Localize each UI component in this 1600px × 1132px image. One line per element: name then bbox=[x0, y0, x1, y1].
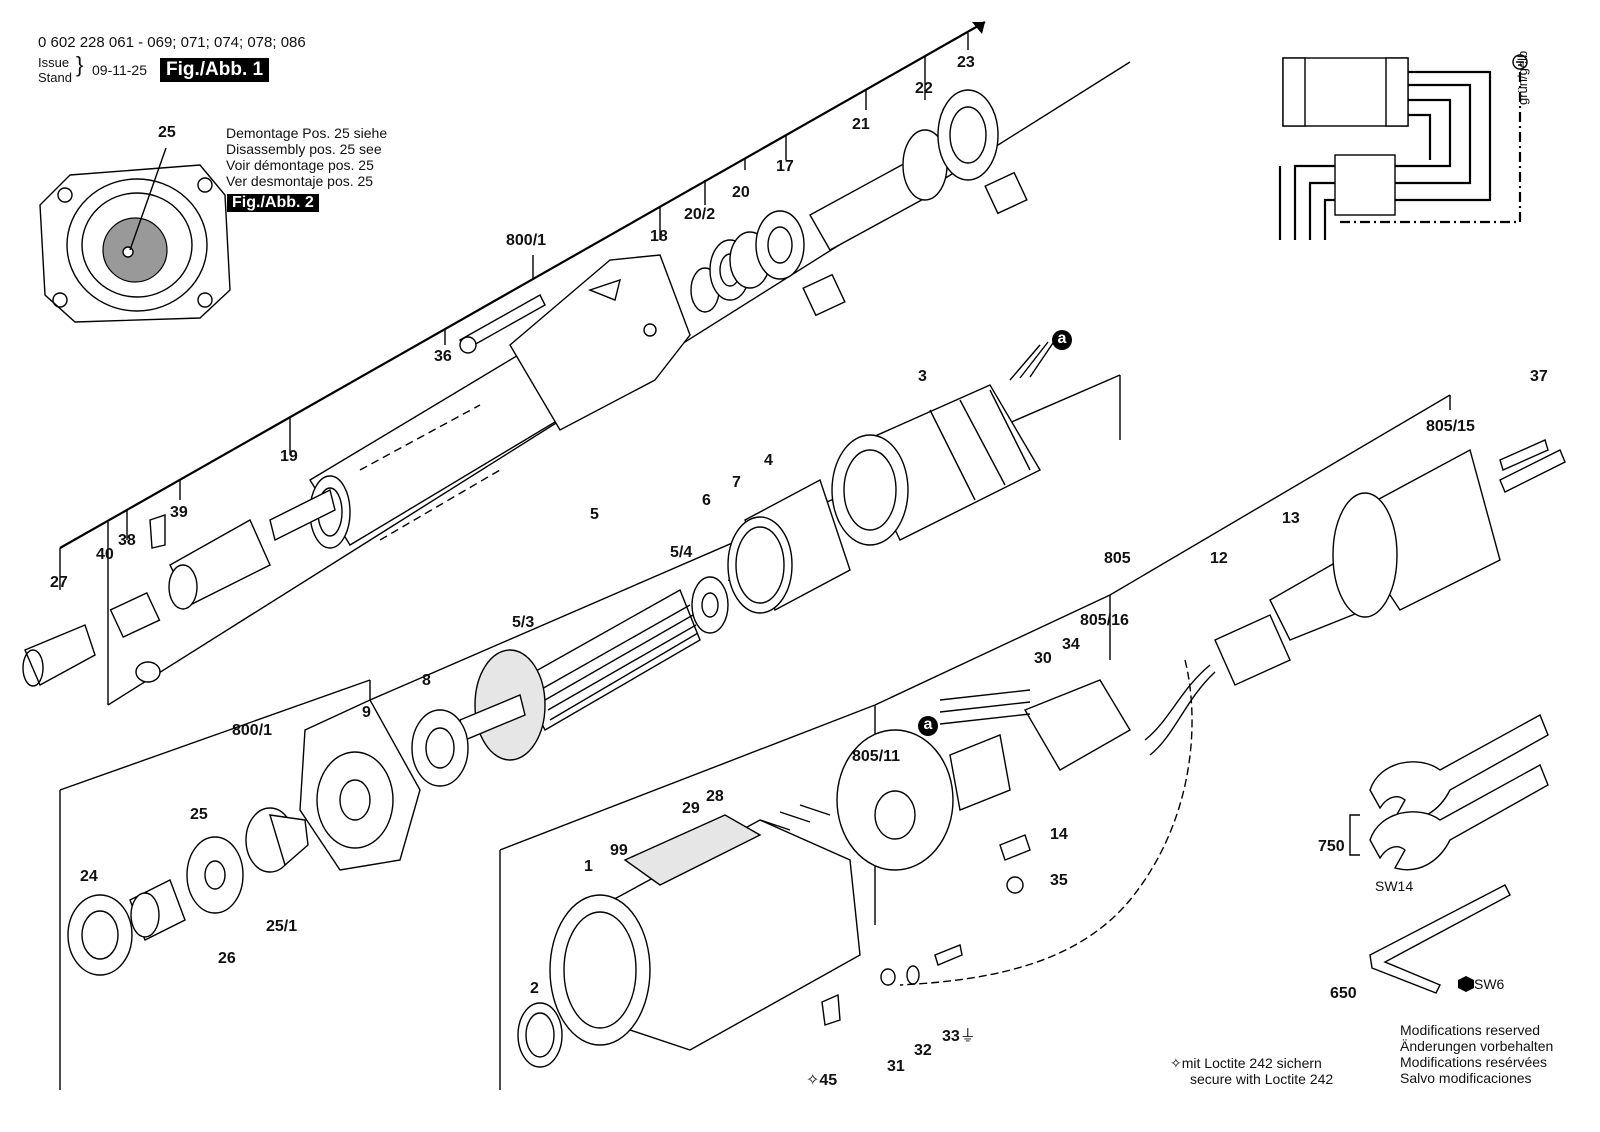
callout-800-1-low: 800/1 bbox=[232, 722, 273, 739]
ground-wire-label: grün/gelb bbox=[1515, 50, 1530, 105]
stand-label: Stand bbox=[38, 70, 72, 85]
callout-650: 650 bbox=[1330, 985, 1357, 1002]
callout-29: 29 bbox=[682, 800, 700, 817]
bearing-8-flange-9 bbox=[299, 699, 469, 871]
loctite-note: ✧mit Loctite 242 sichern secure with Loc… bbox=[1170, 1055, 1333, 1087]
callout-sw6: SW6 bbox=[1474, 976, 1505, 992]
callout-5-4: 5/4 bbox=[670, 544, 693, 561]
callout-35: 35 bbox=[1050, 872, 1068, 889]
modifications-line-de: Änderungen vorbehalten bbox=[1400, 1038, 1554, 1054]
callout-30: 30 bbox=[1034, 650, 1052, 667]
fig2-label: Fig./Abb. 2 bbox=[227, 194, 319, 212]
callout-17: 17 bbox=[776, 158, 794, 175]
loctite-line-de-text: mit Loctite 242 sichern bbox=[1181, 1055, 1322, 1071]
disassembly-line-de: Demontage Pos. 25 siehe bbox=[226, 125, 388, 141]
disassembly-line-es: Ver desmontaje pos. 25 bbox=[226, 173, 374, 189]
modifications-line-es: Salvo modificaciones bbox=[1400, 1070, 1532, 1086]
callout-28: 28 bbox=[706, 788, 724, 805]
callout-a-switch: a bbox=[918, 716, 938, 736]
callout-45: ✧45 bbox=[806, 1070, 837, 1090]
callout-13: 13 bbox=[1282, 510, 1300, 527]
callout-39: 39 bbox=[170, 504, 188, 521]
loose-hardware bbox=[880, 944, 963, 986]
ground-icon: ⏚ bbox=[959, 1028, 976, 1045]
callout-24: 24 bbox=[80, 868, 98, 885]
callout-25: 25 bbox=[190, 806, 208, 823]
callout-25-1: 25/1 bbox=[266, 918, 298, 935]
callout-20-2: 20/2 bbox=[684, 206, 716, 223]
wrenches-750 bbox=[1349, 714, 1549, 871]
callout-7: 7 bbox=[732, 474, 741, 491]
callout-37: 37 bbox=[1530, 368, 1548, 385]
callout-2: 2 bbox=[530, 980, 539, 997]
loctite-star-icon: ✧ bbox=[1170, 1055, 1182, 1071]
callout-6: 6 bbox=[702, 492, 711, 509]
callout-18: 18 bbox=[650, 228, 668, 245]
disassembly-line-fr: Voir démontage pos. 25 bbox=[226, 157, 374, 173]
callout-14: 14 bbox=[1050, 826, 1068, 843]
loctite-line-de: ✧mit Loctite 242 sichern bbox=[1170, 1055, 1333, 1071]
callout-32: 32 bbox=[914, 1042, 932, 1059]
callout-1: 1 bbox=[584, 858, 593, 875]
modifications-note: Modifications reserved Änderungen vorbeh… bbox=[1400, 1022, 1553, 1086]
disassembly-line-en: Disassembly pos. 25 see bbox=[226, 141, 382, 157]
wiring-diagram bbox=[1278, 54, 1528, 240]
loctite-line-en: secure with Loctite 242 bbox=[1190, 1071, 1334, 1087]
bearing-parts-upper bbox=[690, 89, 1028, 317]
callout-34: 34 bbox=[1062, 636, 1080, 653]
callout-20: 20 bbox=[732, 184, 750, 201]
collet-parts bbox=[22, 294, 546, 687]
callout-4: 4 bbox=[764, 452, 773, 469]
callout-750: 750 bbox=[1318, 838, 1345, 855]
loctite-star-icon: ✧ bbox=[806, 1072, 820, 1089]
disassembly-note: Demontage Pos. 25 siehe Disassembly pos.… bbox=[226, 125, 387, 189]
callout-36: 36 bbox=[434, 348, 452, 365]
callout-5-3: 5/3 bbox=[512, 614, 535, 631]
field-coil-3-4 bbox=[727, 339, 1056, 614]
part-numbers: 0 602 228 061 - 069; 071; 074; 078; 086 bbox=[38, 34, 306, 51]
hex-key-650 bbox=[1369, 884, 1511, 994]
callout-805-11: 805/11 bbox=[852, 748, 901, 765]
cable-and-endcap bbox=[899, 439, 1566, 986]
callout-40: 40 bbox=[96, 546, 114, 563]
fig2-flange-view bbox=[39, 147, 231, 323]
fig1-label: Fig./Abb. 1 bbox=[160, 58, 270, 82]
callout-3: 3 bbox=[918, 368, 927, 385]
callout-9: 9 bbox=[362, 704, 371, 721]
issue-label: Issue bbox=[38, 55, 70, 70]
modifications-line-en: Modifications reserved bbox=[1400, 1022, 1541, 1038]
callout-5: 5 bbox=[590, 506, 599, 523]
callout-23: 23 bbox=[957, 54, 975, 71]
brace-icon: } bbox=[76, 52, 84, 77]
callout-45-text: 45 bbox=[819, 1072, 838, 1089]
switch-assembly bbox=[836, 679, 1131, 894]
callout-sw14: SW14 bbox=[1375, 878, 1414, 894]
callout-19: 19 bbox=[280, 448, 298, 465]
callout-38: 38 bbox=[118, 532, 136, 549]
callout-27: 27 bbox=[50, 574, 68, 591]
callout-a-wire: a bbox=[1052, 330, 1072, 350]
callout-12: 12 bbox=[1210, 550, 1228, 567]
callout-33: 33⏚ bbox=[942, 1022, 976, 1046]
callout-21: 21 bbox=[852, 116, 870, 133]
issue-date: 09-11-25 bbox=[92, 62, 148, 78]
armature-5 bbox=[459, 576, 743, 761]
callout-22: 22 bbox=[915, 80, 933, 97]
callout-99: 99 bbox=[610, 842, 628, 859]
callout-26: 26 bbox=[218, 950, 236, 967]
callout-800-1-top: 800/1 bbox=[506, 232, 547, 249]
callout-805-15: 805/15 bbox=[1426, 418, 1475, 435]
callout-805-16: 805/16 bbox=[1080, 612, 1129, 629]
callout-33-text: 33 bbox=[942, 1028, 960, 1045]
callout-31: 31 bbox=[887, 1058, 905, 1075]
callout-25-fig2: 25 bbox=[158, 124, 176, 141]
modifications-line-fr: Modifications resérvées bbox=[1400, 1054, 1548, 1070]
callout-805: 805 bbox=[1104, 550, 1131, 567]
spindle-parts-lower bbox=[67, 807, 309, 976]
housing-1 bbox=[517, 804, 861, 1068]
callout-8: 8 bbox=[422, 672, 431, 689]
